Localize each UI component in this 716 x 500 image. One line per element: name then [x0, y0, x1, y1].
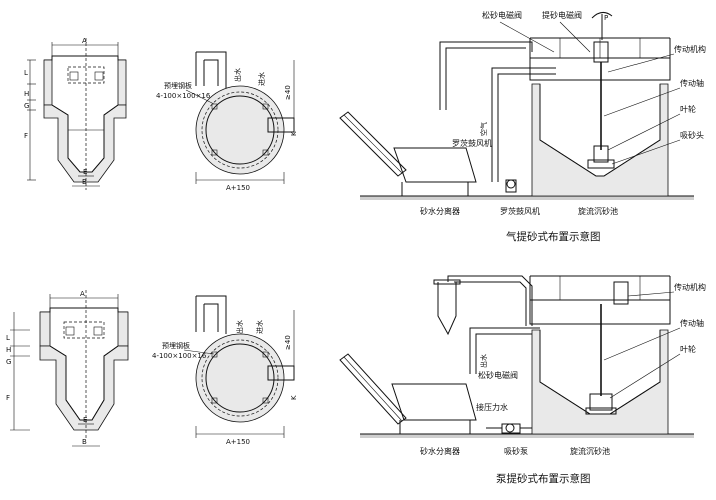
k-label: K [290, 131, 298, 136]
bottom-system: 传动机构 传动轴 叶轮 松砂电磁阀 出水 接压力水 砂水分离器 吸砂泵 旋流沉砂… [339, 275, 706, 485]
ge40-label: ≥40 [284, 85, 292, 100]
k-label-b: K [290, 395, 298, 400]
plate-label-b: 预埋钢板 [162, 341, 190, 350]
dim-a-label-b: A [80, 290, 85, 298]
plate-label: 预埋钢板 [164, 81, 192, 90]
p-label: P [604, 14, 608, 22]
blower-label: 罗茨鼓风机 [500, 206, 540, 216]
air-label: 空气 [479, 122, 488, 136]
valve-lift-label: 提砂电磁阀 [542, 10, 582, 20]
valve-loose-label-b: 松砂电磁阀 [478, 370, 518, 380]
pressure-water-label: 接压力水 [476, 402, 508, 412]
dim-g-label-b: G [6, 358, 11, 366]
tank-label: 旋流沉砂池 [578, 206, 618, 216]
suction-head-label: 吸砂头 [680, 130, 704, 140]
dim-e-label: E [83, 168, 87, 176]
valve-loose-label: 松砂电磁阀 [482, 10, 522, 20]
top-system: P 松砂电磁阀 提砂电磁阀 传动机构 传动轴 叶轮 吸砂头 罗茨鼓风机 空气 砂… [339, 10, 706, 243]
plate-spec-b: 4-100×100×16 [152, 352, 207, 360]
out-water-label-b: 出水 [235, 320, 244, 334]
bottom-caption: 泵提砂式布置示意图 [496, 472, 591, 485]
blower-side-label: 罗茨鼓风机 [452, 138, 492, 148]
plate-spec: 4-100×100×16 [156, 92, 211, 100]
tank-label-b: 旋流沉砂池 [570, 446, 610, 456]
separator-label-b: 砂水分离器 [420, 446, 460, 456]
dim-f-label: F [24, 132, 28, 140]
drive-shaft-label: 传动轴 [680, 78, 704, 88]
dim-f-label-b: F [6, 394, 10, 402]
dim-a-label: A [82, 37, 87, 45]
drive-mech-label-b: 传动机构 [674, 282, 706, 292]
pump-label: 吸砂泵 [504, 446, 528, 456]
impeller-label: 叶轮 [680, 104, 696, 114]
top-caption: 气提砂式布置示意图 [506, 230, 601, 243]
separator-label: 砂水分离器 [420, 206, 460, 216]
impeller-label-b: 叶轮 [680, 344, 696, 354]
top-section-a: A E B L H G F [24, 37, 127, 190]
in-water-label-b: 进水 [255, 320, 264, 334]
dim-b-label: B [82, 178, 87, 186]
out-water-label: 出水 [233, 68, 242, 82]
dim-g-label: G [24, 102, 29, 110]
bottom-section-a: A E B L H G F [6, 290, 129, 447]
dim-h-label-b: H [6, 346, 11, 354]
dim-a150-label-b: A+150 [226, 438, 250, 446]
top-section-b: 预埋钢板 4-100×100×16 出水 进水 ≥40 K A+150 [156, 51, 298, 192]
ge40-label-b: ≥40 [284, 335, 292, 350]
out-label-b: 出水 [479, 354, 488, 368]
in-water-label: 进水 [257, 72, 266, 86]
drive-shaft-label-b: 传动轴 [680, 318, 704, 328]
bottom-section-b: 预埋钢板 4-100×100×16 出水 进水 ≥40 K A+150 [152, 295, 298, 446]
dim-l-label-b: L [6, 334, 10, 342]
dim-a150-label: A+150 [226, 184, 250, 192]
dim-h-label: H [24, 90, 29, 98]
dim-b-label-b: B [82, 438, 87, 446]
dim-e-label-b: E [83, 416, 87, 424]
dim-l-label: L [24, 69, 28, 77]
drive-mech-label: 传动机构 [674, 44, 706, 54]
